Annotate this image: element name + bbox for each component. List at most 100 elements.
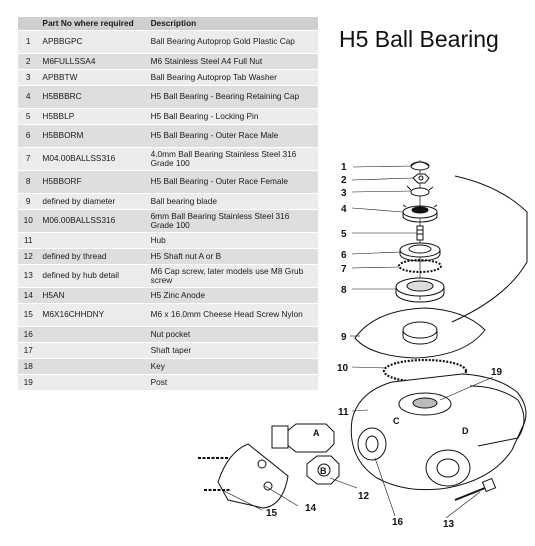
locking-pin-part xyxy=(416,225,424,241)
cap-part xyxy=(410,161,430,171)
row-number: 17 xyxy=(18,342,39,359)
row-part-no: H5AN xyxy=(38,287,147,304)
row-part-no xyxy=(38,326,147,343)
row-description: Nut pocket xyxy=(146,326,318,343)
letter-marks: A B C D xyxy=(313,416,469,476)
row-number: 2 xyxy=(18,53,39,70)
row-number: 4 xyxy=(18,85,39,109)
row-number: 1 xyxy=(18,30,39,54)
row-part-no: defined by hub detail xyxy=(38,264,147,288)
row-number: 19 xyxy=(18,374,39,391)
ball-ring-part xyxy=(398,259,442,273)
row-description: M6 Cap screw, later models use M8 Grub s… xyxy=(146,264,318,288)
row-number: 14 xyxy=(18,287,39,304)
row-description: Hub xyxy=(146,232,318,249)
row-number: 7 xyxy=(18,147,39,171)
nut-part xyxy=(412,173,430,184)
callout-label: 4 xyxy=(341,204,347,215)
row-description: H5 Ball Bearing - Outer Race Male xyxy=(146,124,318,148)
row-description: Shaft taper xyxy=(146,342,318,359)
row-part-no: M6FULLSSA4 xyxy=(38,53,147,70)
outer-race-female-part xyxy=(395,277,445,303)
row-description: Post xyxy=(146,374,318,391)
table-row: 11 Hub xyxy=(18,232,318,249)
tab-washer-part xyxy=(406,185,434,197)
callout-label: 9 xyxy=(341,332,347,343)
row-description: H5 Shaft nut A or B xyxy=(146,248,318,265)
callout-label: 3 xyxy=(341,188,347,199)
row-part-no: APBBTW xyxy=(38,69,147,86)
table-row: 19 Post xyxy=(18,374,318,391)
hub-part xyxy=(350,373,527,491)
row-description: 4.0mm Ball Bearing Stainless Steel 316 G… xyxy=(146,147,318,171)
row-part-no xyxy=(38,342,147,359)
row-number: 18 xyxy=(18,358,39,375)
letter-b: B xyxy=(320,466,327,476)
anode-part xyxy=(217,443,289,509)
row-number: 6 xyxy=(18,124,39,148)
row-part-no: defined by thread xyxy=(38,248,147,265)
row-description: 6mm Ball Bearing Stainless Steel 316 Gra… xyxy=(146,209,318,233)
anode-screws-part xyxy=(198,457,230,491)
row-part-no: H5BBORF xyxy=(38,170,147,194)
large-ball-ring-part xyxy=(382,358,468,384)
callout-label: 2 xyxy=(341,175,347,186)
row-description: H5 Ball Bearing - Bearing Retaining Cap xyxy=(146,85,318,109)
row-part-no: APBBGPC xyxy=(38,30,147,54)
row-description: M6 Stainless Steel A4 Full Nut xyxy=(146,53,318,70)
header-number xyxy=(18,17,39,31)
table-row: 17 Shaft taper xyxy=(18,342,318,359)
callouts: 1 2 3 4 5 6 7 8 9 10 11 12 13 14 15 16 1… xyxy=(266,162,503,530)
blade-part xyxy=(354,307,486,359)
callout-label: 6 xyxy=(341,250,347,261)
row-number: 9 xyxy=(18,193,39,210)
callout-label: 7 xyxy=(341,264,347,275)
header-part-no: Part No where required xyxy=(38,17,147,31)
row-description: H5 Ball Bearing - Outer Race Female xyxy=(146,170,318,194)
row-description: H5 Ball Bearing - Locking Pin xyxy=(146,108,318,125)
callout-label: 19 xyxy=(491,367,503,378)
row-description: Ball Bearing Autoprop Gold Plastic Cap xyxy=(146,30,318,54)
callout-label: 13 xyxy=(443,519,455,530)
row-part-no: M06.00BALLSS316 xyxy=(38,209,147,233)
table-header-row: Part No where required Description xyxy=(18,17,318,31)
cap-screw-part xyxy=(454,477,497,501)
letter-c: C xyxy=(393,416,400,426)
row-description: Ball bearing blade xyxy=(146,193,318,210)
row-description: M6 x 16.0mm Cheese Head Screw Nylon xyxy=(146,303,318,327)
row-part-no xyxy=(38,232,147,249)
row-part-no: H5BBLP xyxy=(38,108,147,125)
row-number: 8 xyxy=(18,170,39,194)
row-number: 11 xyxy=(18,232,39,249)
callout-label: 14 xyxy=(305,503,317,514)
row-part-no: M04.00BALLSS316 xyxy=(38,147,147,171)
callout-label: 5 xyxy=(341,229,347,240)
row-number: 10 xyxy=(18,209,39,233)
header-description: Description xyxy=(146,17,318,31)
page-title: H5 Ball Bearing xyxy=(339,26,499,52)
letter-a: A xyxy=(313,428,320,438)
row-number: 3 xyxy=(18,69,39,86)
row-description: H5 Zinc Anode xyxy=(146,287,318,304)
row-number: 13 xyxy=(18,264,39,288)
callout-label: 8 xyxy=(341,285,347,296)
row-part-no: H5BBBRC xyxy=(38,85,147,109)
row-part-no: H5BBORM xyxy=(38,124,147,148)
row-number: 15 xyxy=(18,303,39,327)
